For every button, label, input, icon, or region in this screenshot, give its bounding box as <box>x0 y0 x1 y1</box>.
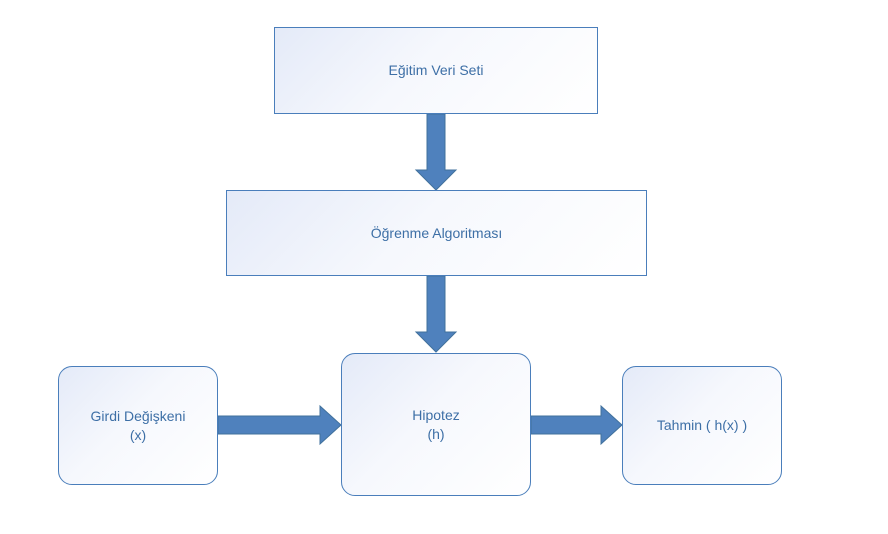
input-variable-label: Girdi Değişkeni <box>90 407 186 424</box>
input-variable-symbol: (x) <box>129 426 147 443</box>
arrow-algorithm-to-hypothesis <box>414 275 458 353</box>
prediction-label: Tahmin ( h(x) ) <box>656 417 748 433</box>
arrow-input-to-hypothesis <box>217 404 342 446</box>
learning-algorithm-label: Öğrenme Algoritması <box>370 224 503 241</box>
training-set-label: Eğitim Veri Seti <box>388 62 484 78</box>
hypothesis-node: Hipotez (h) <box>341 353 531 496</box>
input-variable-node: Girdi Değişkeni (x) <box>58 366 218 485</box>
arrow-hypothesis-to-prediction <box>530 404 623 446</box>
hypothesis-label: Hipotez <box>412 406 460 423</box>
prediction-node: Tahmin ( h(x) ) <box>622 366 782 485</box>
hypothesis-symbol: (h) <box>427 425 445 442</box>
learning-algorithm-node: Öğrenme Algoritması <box>226 190 647 276</box>
training-set-node: Eğitim Veri Seti <box>274 27 598 114</box>
arrow-training-to-algorithm <box>414 113 458 191</box>
